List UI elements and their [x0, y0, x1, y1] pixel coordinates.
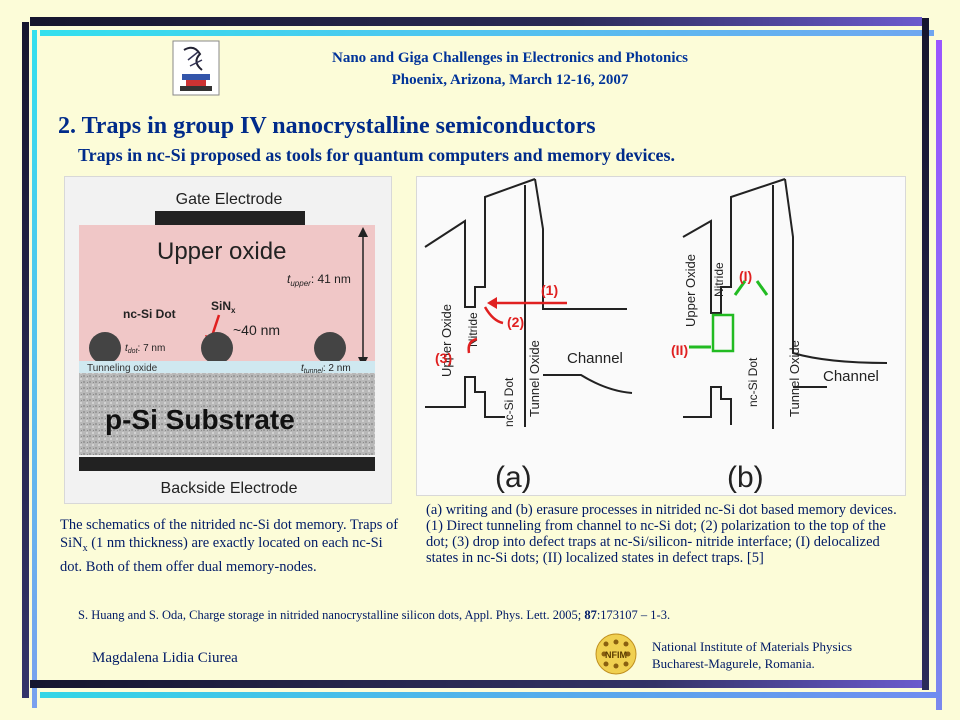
backside-electrode-label: Backside Electrode [161, 480, 298, 497]
gate-electrode [155, 211, 305, 225]
svg-text:ttunnel: 2 nm: ttunnel: 2 nm [301, 363, 351, 375]
tunnel-oxide-a: Tunnel Oxide [527, 340, 542, 417]
dot-spacing-label: ~40 nm [233, 322, 280, 338]
t-dot-sub: dot [128, 348, 139, 355]
nc-si-dot-a: nc-Si Dot [502, 377, 516, 427]
sin-label: SiN [211, 299, 231, 313]
institute-name: National Institute of Materials Physics [652, 639, 853, 654]
backside-electrode [79, 457, 375, 471]
slide-subtitle: Traps in nc-Si proposed as tools for qua… [78, 145, 676, 165]
label-3: (3) [435, 350, 452, 366]
frame-bottom-cyan [40, 692, 940, 698]
frame-left-dark [22, 22, 29, 698]
t-tunnel-value: : 2 nm [323, 363, 351, 374]
nc-si-dot-label: nc-Si Dot [123, 307, 176, 321]
upper-oxide-a: Upper Oxide [439, 304, 454, 377]
tunnel-oxide-b: Tunnel Oxide [787, 340, 802, 417]
panel-b-label: (b) [727, 461, 764, 494]
institute-location: Bucharest-Magurele, Romania. [652, 656, 815, 671]
nc-si-dot-b: nc-Si Dot [746, 357, 760, 407]
nc-si-dot-3 [314, 332, 346, 364]
svg-text:tupper: 41 nm: tupper: 41 nm [287, 272, 351, 288]
right-figure-caption: (a) writing and (b) erasure processes in… [426, 502, 897, 566]
t-dot-label: t [125, 343, 129, 354]
frame-right-dark [922, 18, 929, 690]
memory-schematic-figure: Gate Electrode Upper oxide tupper: 41 nm… [64, 176, 392, 504]
frame-left-cyan [32, 30, 37, 708]
slide-title: 2. Traps in group IV nanocrystalline sem… [58, 113, 596, 139]
reference-citation: S. Huang and S. Oda, Charge storage in n… [78, 608, 671, 622]
conference-logo [172, 40, 220, 96]
nc-si-dot-2 [201, 332, 233, 364]
t-upper-label: t [287, 272, 291, 286]
band-diagram-a: Upper Oxide Nitride nc-Si Dot Tunnel Oxi… [424, 178, 633, 494]
band-diagram-b: Upper Oxide Nitride nc-Si Dot Tunnel Oxi… [671, 178, 888, 494]
substrate-label: p-Si Substrate [105, 404, 295, 435]
label-I: (I) [739, 268, 752, 284]
label-II: (II) [671, 342, 688, 358]
frame-bottom-dark [30, 680, 922, 688]
t-upper-sub: upper [290, 279, 311, 288]
t-tunnel-label: t [301, 363, 305, 374]
left-figure-caption: The schematics of the nitrided nc-Si dot… [60, 517, 399, 575]
frame-right-purple [936, 40, 942, 710]
panel-a-label: (a) [495, 461, 532, 494]
defect-trap-box [711, 313, 735, 353]
label-2: (2) [507, 314, 524, 330]
channel-b: Channel [823, 368, 879, 385]
gate-electrode-label: Gate Electrode [176, 191, 283, 208]
institute-logo: NFIM [595, 633, 637, 675]
frame-top-cyan [40, 30, 934, 36]
label-1: (1) [541, 282, 558, 298]
t-dot-value: : 7 nm [138, 343, 166, 354]
band-diagram-figure: Upper Oxide Nitride nc-Si Dot Tunnel Oxi… [416, 176, 906, 496]
nc-si-dot-1 [89, 332, 121, 364]
svg-text:tdot: 7 nm: tdot: 7 nm [125, 343, 165, 355]
tunneling-oxide-region [79, 361, 375, 373]
author-name: Magdalena Lidia Ciurea [92, 650, 238, 666]
institute-info: National Institute of Materials Physics … [652, 638, 852, 672]
channel-a: Channel [567, 350, 623, 367]
upper-oxide-b: Upper Oxide [683, 254, 698, 327]
sin-sub: x [231, 306, 236, 315]
upper-oxide-label: Upper oxide [157, 238, 286, 265]
conference-location: Phoenix, Arizona, March 12-16, 2007 [391, 72, 629, 88]
svg-text:NFIM: NFIM [605, 650, 627, 660]
t-tunnel-sub: tunnel [304, 368, 324, 375]
conference-name: Nano and Giga Challenges in Electronics … [331, 50, 689, 66]
nitride-b: Nitride [712, 262, 726, 297]
svg-text:SiNx: SiNx [211, 299, 236, 315]
substrate-region [79, 373, 375, 455]
tunneling-oxide-label: Tunneling oxide [87, 363, 158, 374]
frame-top-dark [30, 17, 922, 26]
t-upper-value: : 41 nm [311, 272, 351, 286]
